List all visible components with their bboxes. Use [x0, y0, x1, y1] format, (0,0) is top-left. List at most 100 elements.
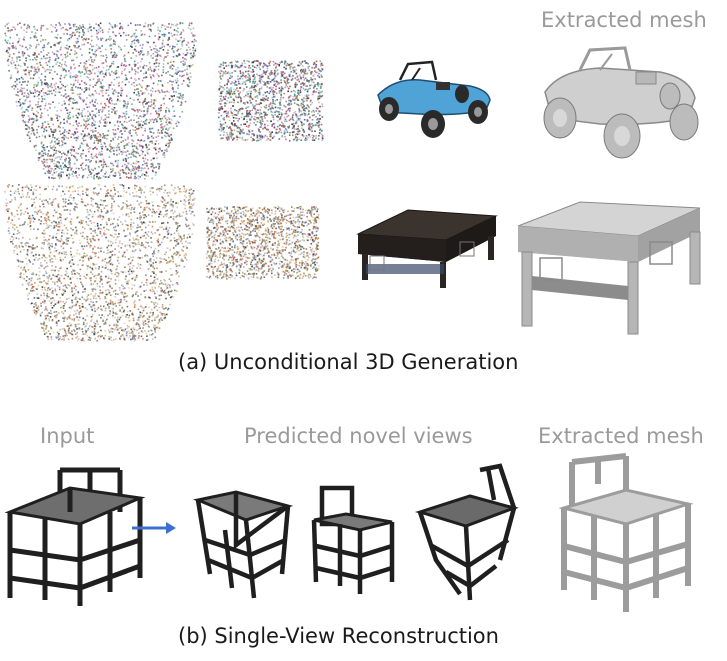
noise-point	[259, 92, 261, 95]
noise-point	[270, 133, 272, 135]
noise-point	[244, 66, 247, 69]
noise-point	[61, 239, 63, 241]
noise-point	[124, 74, 127, 76]
noise-point	[98, 109, 100, 112]
noise-point	[86, 117, 89, 120]
noise-point	[22, 55, 24, 57]
noise-point	[104, 321, 107, 324]
noise-point	[218, 116, 220, 119]
noise-point	[265, 113, 267, 116]
noise-point	[281, 74, 283, 76]
noise-point	[61, 83, 63, 86]
noise-point	[260, 134, 263, 137]
noise-point	[64, 53, 66, 56]
noise-point	[141, 256, 144, 259]
noise-point	[170, 122, 172, 125]
noise-point	[283, 72, 286, 75]
noise-point	[83, 31, 85, 34]
noise-point	[90, 271, 92, 273]
noise-point	[321, 94, 324, 97]
noise-point	[105, 39, 107, 42]
noise-point	[160, 120, 162, 123]
noise-point	[149, 141, 151, 143]
noise-point	[39, 108, 42, 111]
noise-point	[79, 97, 81, 99]
noise-point	[167, 116, 170, 119]
noise-point	[275, 132, 277, 135]
noise-point	[59, 164, 62, 167]
noise-point	[255, 67, 258, 69]
noise-point	[25, 46, 27, 49]
noise-point	[53, 250, 56, 253]
noise-point	[230, 66, 233, 69]
noise-point	[286, 131, 289, 133]
noise-point	[139, 257, 141, 259]
noise-point	[252, 68, 254, 71]
noise-point	[91, 64, 94, 67]
noise-point	[134, 45, 137, 48]
noise-point	[64, 89, 67, 91]
noise-point	[78, 114, 80, 116]
noise-point	[302, 65, 304, 67]
noise-point	[100, 54, 102, 57]
noise-point	[224, 84, 226, 87]
noise-point	[133, 145, 136, 147]
noise-point	[242, 75, 244, 77]
noise-point	[280, 131, 283, 134]
noise-point	[53, 159, 56, 162]
noise-point	[118, 84, 120, 87]
noise-point	[262, 70, 265, 72]
noise-point	[307, 123, 310, 126]
noise-point	[111, 209, 113, 211]
noise-point	[64, 165, 67, 167]
noise-point	[229, 77, 231, 79]
noise-point	[172, 296, 175, 298]
noise-point	[177, 48, 180, 51]
noise-point	[28, 71, 30, 74]
noise-point	[75, 114, 77, 117]
noise-point	[137, 139, 139, 141]
noise-point	[315, 65, 317, 68]
noise-point	[295, 69, 297, 71]
noise-point	[257, 60, 259, 62]
noise-point	[112, 137, 114, 140]
noise-point	[150, 135, 153, 138]
noise-point	[259, 102, 262, 104]
noise-point	[131, 250, 134, 252]
noise-point	[137, 23, 139, 26]
noise-point	[100, 160, 103, 162]
noise-point	[91, 122, 94, 124]
noise-point	[111, 162, 113, 165]
noise-point	[130, 119, 132, 121]
noise-point	[69, 111, 71, 114]
noise-point	[99, 22, 102, 25]
noise-point	[273, 125, 276, 128]
noise-point	[112, 31, 115, 34]
noise-point	[76, 123, 78, 125]
noise-point	[123, 58, 126, 60]
noise-point	[75, 172, 77, 174]
noise-point	[243, 88, 245, 90]
noise-point	[41, 150, 43, 153]
noise-point	[270, 120, 272, 122]
noise-point	[113, 187, 115, 189]
noise-point	[16, 71, 19, 74]
noise-point	[283, 125, 286, 127]
noise-point	[99, 160, 101, 162]
noise-point	[316, 88, 318, 90]
noise-point	[164, 131, 167, 134]
noise-point	[243, 96, 246, 98]
noise-point	[144, 76, 147, 79]
noise-point	[137, 123, 140, 126]
noise-point	[260, 76, 263, 79]
noise-point	[237, 96, 240, 99]
noise-point	[83, 62, 86, 64]
noise-point	[305, 135, 308, 137]
noise-point	[289, 107, 291, 110]
noise-point	[88, 136, 91, 139]
noise-point	[282, 123, 284, 125]
noise-point	[76, 137, 79, 140]
noise-point	[58, 162, 60, 164]
noise-point	[77, 125, 79, 127]
noise-point	[235, 95, 237, 98]
